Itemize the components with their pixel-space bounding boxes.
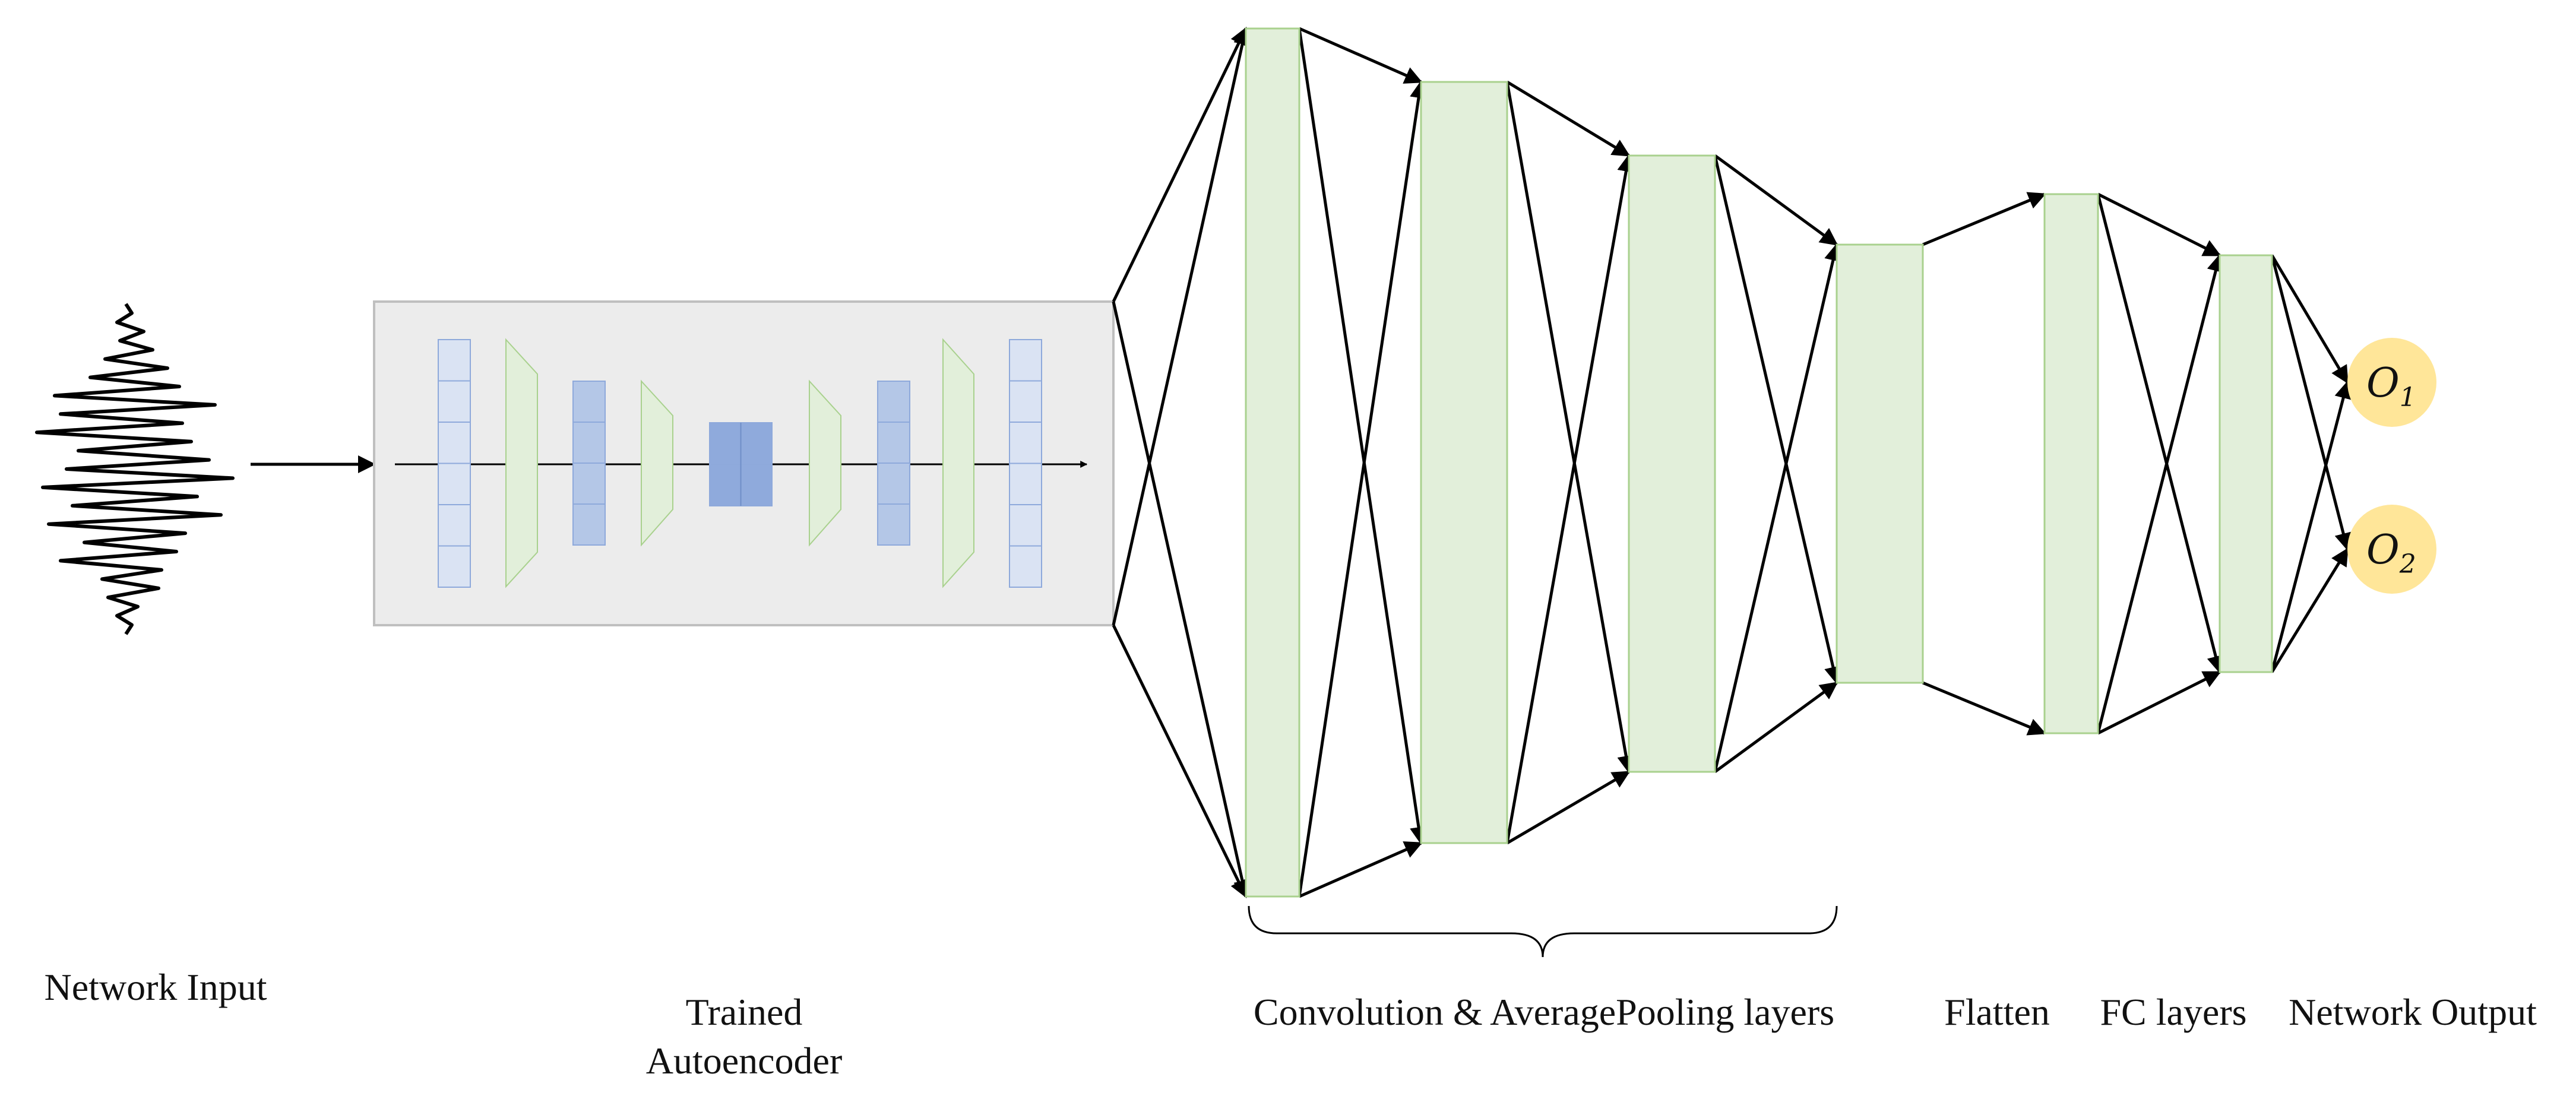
ae-cell — [1009, 504, 1042, 547]
ae-cell — [1009, 463, 1042, 505]
ae-decoder-trapezoid-2 — [942, 338, 974, 588]
layer-connection — [1505, 81, 1635, 774]
output-connection — [2270, 547, 2349, 673]
ae-cell — [438, 422, 471, 464]
ae-cell — [877, 463, 910, 505]
ae-cell — [572, 422, 606, 464]
ae-cell — [572, 381, 606, 423]
layer-connection — [1298, 841, 1423, 898]
ae-decoder-stack — [877, 381, 910, 546]
trained-label-line1: Trained — [686, 991, 803, 1033]
ae-cell — [438, 463, 471, 505]
ae-decoder-trapezoid-1 — [809, 379, 841, 547]
ae-cell — [572, 503, 606, 546]
pool-layer-1 — [1420, 81, 1508, 844]
ae-input-stack — [438, 339, 471, 588]
layer-connection — [2097, 192, 2221, 257]
output-1-subscript: 1 — [2400, 382, 2416, 413]
ae-cell — [572, 463, 606, 505]
trained-label-line2: Autoencoder — [646, 1040, 843, 1082]
conv-layer-2 — [1628, 154, 1716, 773]
ae-latent-stack — [709, 422, 773, 506]
ae-cell — [438, 339, 471, 382]
output-connection — [2270, 255, 2352, 551]
svg-text:O2: O2 — [2366, 527, 2416, 579]
autoencoder-box — [373, 300, 1115, 626]
layer-connection — [1298, 80, 1428, 897]
conv-layers-brace — [1248, 905, 1838, 958]
layer-connection — [1713, 243, 1842, 772]
ae-encoder-trapezoid-2 — [641, 379, 673, 547]
ae-cell — [877, 422, 910, 464]
layer-connection — [2096, 254, 2224, 734]
ae-cell — [438, 504, 471, 547]
layer-connection — [1506, 80, 1631, 157]
ae-cell — [1009, 422, 1042, 464]
layer-connection — [1714, 154, 1838, 246]
conv-layer-1 — [1245, 27, 1300, 898]
layer-connection — [1922, 681, 2046, 736]
ae-cell — [1009, 545, 1042, 588]
fc-layers-label: FC layers — [2100, 991, 2246, 1033]
ae-cell — [1009, 339, 1042, 382]
ae-encoder-stack — [572, 381, 606, 546]
flatten-layer — [1836, 243, 1924, 684]
layer-connection — [1506, 770, 1631, 845]
layer-connection — [1922, 192, 2046, 246]
output-2-subscript: 2 — [2399, 549, 2416, 579]
layer-connection — [2096, 194, 2224, 674]
layer-connections — [1298, 27, 2352, 898]
fc-layer-1 — [2043, 193, 2099, 734]
layer-connection — [1298, 27, 1423, 84]
layer-connection — [1505, 154, 1635, 844]
ae-cell — [877, 503, 910, 546]
output-connection — [2270, 254, 2349, 384]
ae-cell — [438, 545, 471, 588]
output-connection — [2270, 381, 2352, 673]
output-1-letter: O — [2366, 360, 2400, 407]
conv-pool-label: Convolution & AveragePooling layers — [1254, 991, 1834, 1033]
output-node-1: O1 — [2347, 338, 2436, 427]
layer-connection — [1713, 155, 1842, 685]
layers — [1245, 27, 2273, 898]
network-output-label: Network Output — [2289, 991, 2537, 1033]
output-node-2: O2 — [2347, 505, 2436, 594]
flatten-label: Flatten — [1944, 991, 2050, 1033]
ae-cell — [1009, 380, 1042, 423]
ae-cell — [438, 380, 471, 423]
input-waveform-icon — [35, 303, 235, 635]
layer-connection — [1298, 28, 1428, 845]
ae-cell — [877, 381, 910, 423]
layer-connection — [2097, 670, 2221, 735]
svg-text:O1: O1 — [2366, 360, 2416, 413]
layer-connection — [1714, 681, 1838, 774]
output-2-letter: O — [2366, 527, 2400, 574]
fc-layer-2 — [2219, 254, 2273, 673]
network-input-label: Network Input — [44, 966, 267, 1008]
ae-encoder-trapezoid-1 — [505, 338, 538, 588]
ae-output-stack — [1009, 339, 1042, 588]
ae-to-conv-connections — [1112, 27, 1251, 898]
